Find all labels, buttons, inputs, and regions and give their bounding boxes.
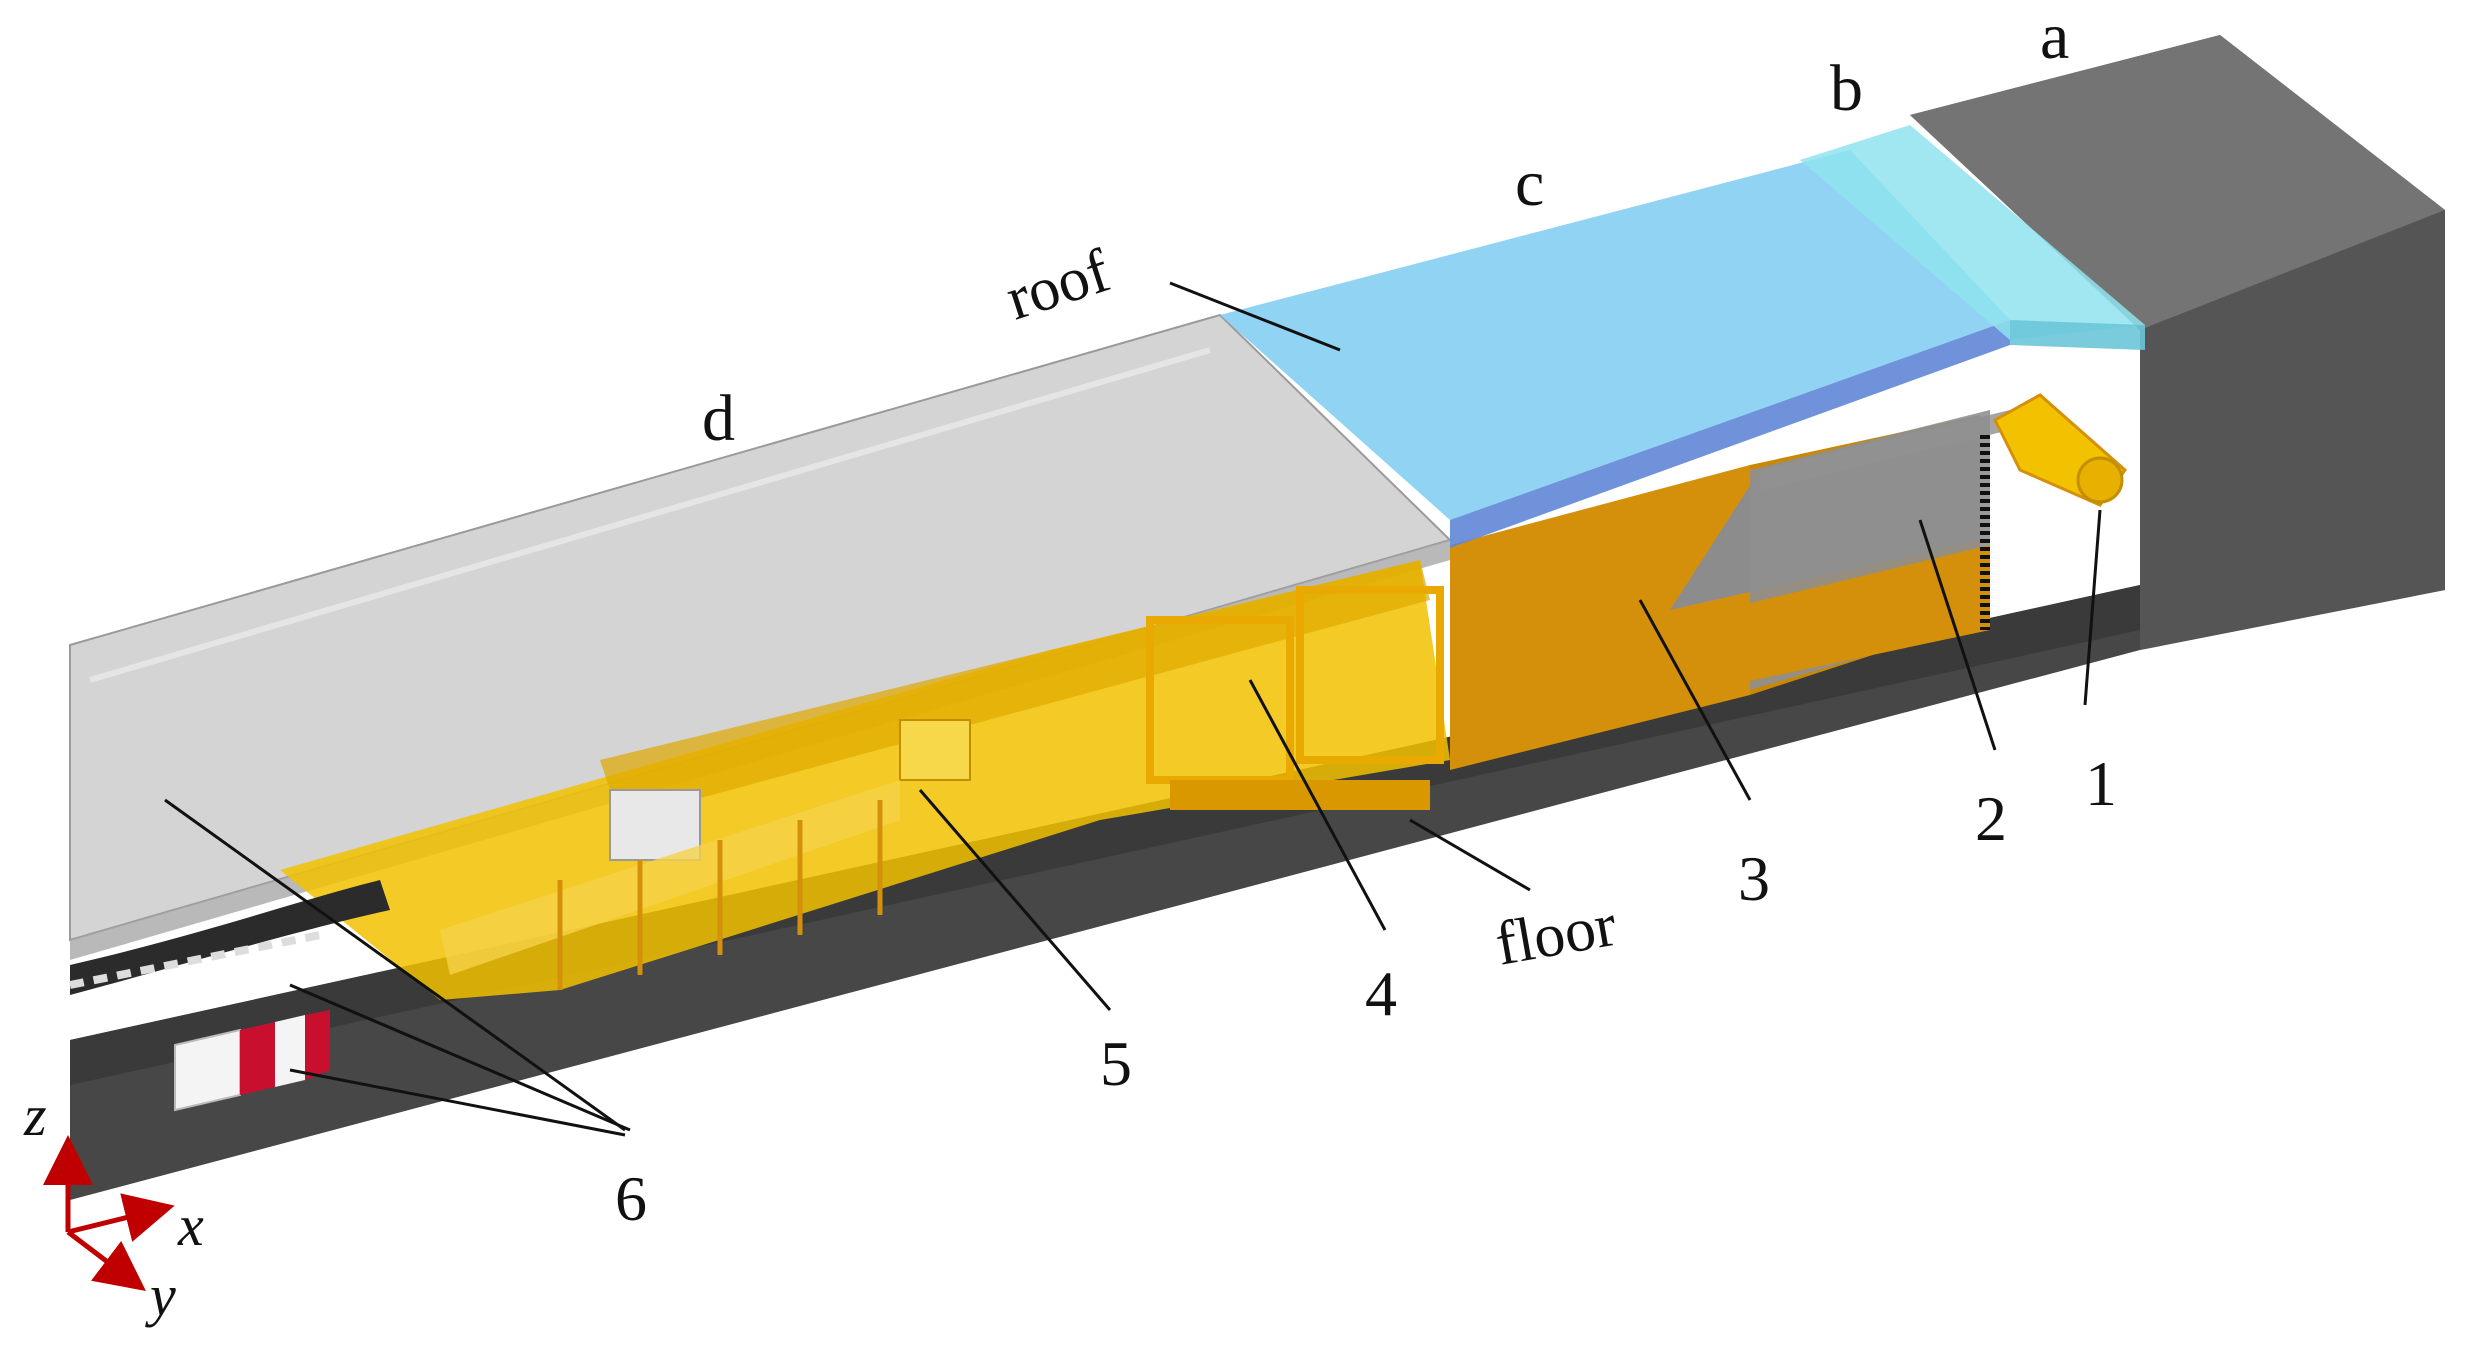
labels: a b c d roof floor 1 2 3 4 5 6 bbox=[615, 0, 2117, 1234]
leader-lines bbox=[164, 281, 2102, 1137]
x-axis-arrow bbox=[67, 1193, 175, 1242]
component-2 bbox=[1660, 410, 1990, 700]
section-label-a: a bbox=[2040, 0, 2069, 73]
y-axis-arrow bbox=[66, 1230, 146, 1292]
component-label-6: 6 bbox=[615, 1163, 647, 1234]
component-label-5: 5 bbox=[1100, 1028, 1132, 1099]
roof-label: roof bbox=[998, 237, 1118, 334]
component-label-1: 1 bbox=[2085, 748, 2117, 819]
roadheader-machinery bbox=[280, 560, 1450, 1000]
y-axis-label: y bbox=[145, 1263, 176, 1328]
section-label-d: d bbox=[702, 382, 735, 455]
x-axis-label: x bbox=[177, 1193, 204, 1258]
component-label-2: 2 bbox=[1975, 783, 2007, 854]
cutting-head-1 bbox=[1993, 393, 2128, 507]
section-label-b: b bbox=[1830, 52, 1863, 125]
belt-conveyor bbox=[69, 880, 390, 995]
floor-label: floor bbox=[1491, 891, 1622, 979]
tunnel-right-front bbox=[2140, 210, 2445, 650]
z-axis-label: z bbox=[23, 1083, 47, 1148]
section-label-c: c bbox=[1515, 147, 1544, 220]
cable-blocks bbox=[174, 1010, 330, 1112]
roof-section-b bbox=[1800, 125, 2145, 350]
component-label-3: 3 bbox=[1738, 843, 1770, 914]
coordinate-axes: z x y bbox=[23, 1083, 204, 1328]
component-label-4: 4 bbox=[1365, 958, 1397, 1029]
roof-section-c bbox=[1220, 150, 2010, 548]
tunnel-right-top bbox=[1910, 35, 2445, 330]
